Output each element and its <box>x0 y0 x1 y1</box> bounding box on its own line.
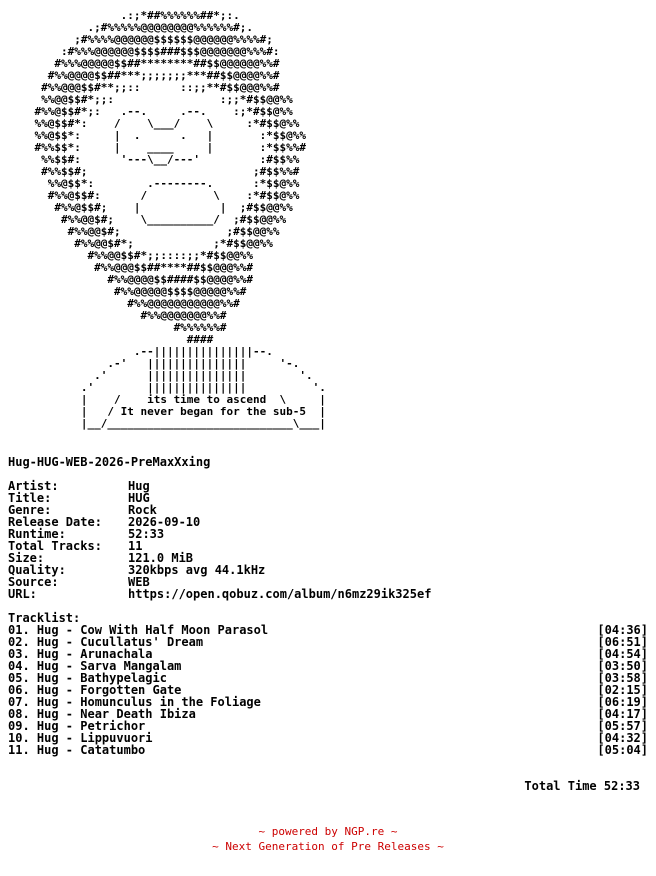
track-row: 11. Hug - Catatumbo [05:04] <box>8 744 648 756</box>
info-value: https://open.qobuz.com/album/n6mz29ik325… <box>128 587 432 601</box>
info-key: Total Tracks: <box>8 539 102 553</box>
info-key: Quality: <box>8 563 66 577</box>
track-duration: [03:50] <box>597 659 648 673</box>
track-duration: [05:04] <box>597 743 648 757</box>
info-key: Title: <box>8 491 52 505</box>
info-row: Size: 121.0 MiB <box>8 552 431 564</box>
ascii-art-banner: .:;*##%%%%%%##*;:. .;#%%%%%@@@@@@@@%%%%%… <box>34 9 326 430</box>
track-row: 01. Hug - Cow With Half Moon Parasol [04:… <box>8 624 648 636</box>
info-row: Runtime: 52:33 <box>8 528 431 540</box>
track-row: 06. Hug - Forgotten Gate [02:15] <box>8 684 648 696</box>
track-title: 11. Hug - Catatumbo <box>8 743 146 757</box>
track-duration: [04:32] <box>597 731 648 745</box>
release-name-block: Hug-HUG-WEB-2026-PreMaxXxing <box>8 456 210 468</box>
track-title: 04. Hug - Sarva Mangalam <box>8 659 182 673</box>
info-value: Rock <box>128 503 157 517</box>
track-row: 08. Hug - Near Death Ibiza [04:17] <box>8 708 648 720</box>
info-value: 52:33 <box>128 527 165 541</box>
track-duration: [05:57] <box>597 719 648 733</box>
tracklist: Tracklist: 01. Hug - Cow With Half Moon … <box>8 612 648 756</box>
track-duration: [02:15] <box>597 683 648 697</box>
track-row: 07. Hug - Homunculus in the Foliage [06:1… <box>8 696 648 708</box>
info-value: Hug <box>128 479 150 493</box>
info-key: URL: <box>8 587 37 601</box>
info-row: Source: WEB <box>8 576 431 588</box>
info-key: Release Date: <box>8 515 102 529</box>
release-name: Hug-HUG-WEB-2026-PreMaxXxing <box>8 455 211 469</box>
info-value: 320kbps avg 44.1kHz <box>128 563 266 577</box>
total-time: Total Time 52:33 <box>524 779 640 793</box>
info-value: HUG <box>128 491 150 505</box>
track-row: 09. Hug - Petrichor [05:57] <box>8 720 648 732</box>
info-row: Total Tracks: 11 <box>8 540 431 552</box>
footer-powered-by: ~ powered by NGP.re ~ <box>258 825 398 838</box>
info-row: Release Date: 2026-09-10 <box>8 516 431 528</box>
info-value: 2026-09-10 <box>128 515 201 529</box>
track-title: 08. Hug - Near Death Ibiza <box>8 707 196 721</box>
track-title: 05. Hug - Bathypelagic <box>8 671 167 685</box>
info-value: WEB <box>128 575 150 589</box>
track-duration: [04:54] <box>597 647 648 661</box>
info-key: Source: <box>8 575 59 589</box>
track-duration: [04:17] <box>597 707 648 721</box>
track-title: 01. Hug - Cow With Half Moon Parasol <box>8 623 269 637</box>
track-title: 02. Hug - Cucullatus' Dream <box>8 635 204 649</box>
info-row: Quality: 320kbps avg 44.1kHz <box>8 564 431 576</box>
track-row: 05. Hug - Bathypelagic [03:58] <box>8 672 648 684</box>
track-row: 04. Hug - Sarva Mangalam [03:50] <box>8 660 648 672</box>
track-title: 03. Hug - Arunachala <box>8 647 153 661</box>
track-row: 03. Hug - Arunachala [04:54] <box>8 648 648 660</box>
info-key: Genre: <box>8 503 52 517</box>
track-row: 10. Hug - Lippuvuori [04:32] <box>8 732 648 744</box>
info-row: Artist: Hug <box>8 480 431 492</box>
track-title: 06. Hug - Forgotten Gate <box>8 683 182 697</box>
info-row: Title: HUG <box>8 492 431 504</box>
info-row: Genre: Rock <box>8 504 431 516</box>
info-key: Runtime: <box>8 527 66 541</box>
total-time-block: Total Time 52:33 <box>0 780 640 792</box>
track-row: 02. Hug - Cucullatus' Dream [06:51] <box>8 636 648 648</box>
track-duration: [03:58] <box>597 671 648 685</box>
footer: ~ powered by NGP.re ~ ~ Next Generation … <box>0 824 656 854</box>
track-title: 09. Hug - Petrichor <box>8 719 146 733</box>
info-value: 121.0 MiB <box>128 551 194 565</box>
footer-tagline: ~ Next Generation of Pre Releases ~ <box>212 840 444 853</box>
track-duration: [06:51] <box>597 635 648 649</box>
track-duration: [04:36] <box>597 623 648 637</box>
tracklist-label: Tracklist: <box>8 611 81 625</box>
track-title: 10. Hug - Lippuvuori <box>8 731 153 745</box>
track-title: 07. Hug - Homunculus in the Foliage <box>8 695 261 709</box>
info-value: 11 <box>128 539 143 553</box>
info-key: Artist: <box>8 479 59 493</box>
info-row: URL: https://open.qobuz.com/album/n6mz29i… <box>8 588 431 600</box>
info-key: Size: <box>8 551 45 565</box>
track-duration: [06:19] <box>597 695 648 709</box>
